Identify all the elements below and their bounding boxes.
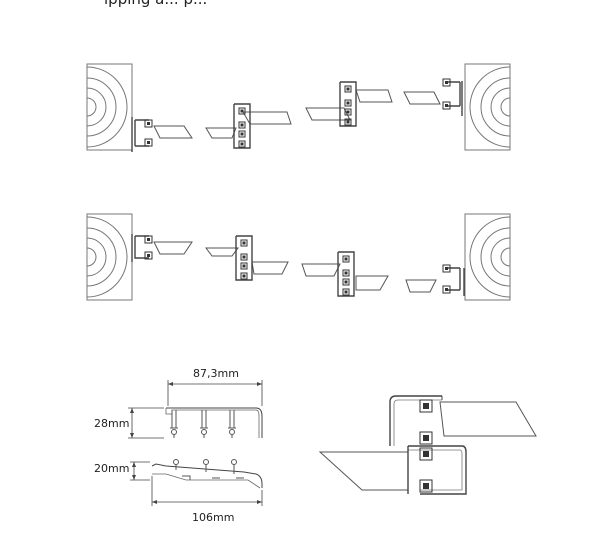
row1-config3 <box>305 81 393 127</box>
row2-config1 <box>86 213 193 301</box>
row2-config2 <box>205 235 289 281</box>
dim-top-width: 87,3mm <box>193 367 239 380</box>
row2-config4 <box>405 213 511 301</box>
profile-cross-section: 87,3mm 28mm 20mm 106mm <box>94 367 263 524</box>
row1-config4 <box>403 63 511 151</box>
row1-config2 <box>205 103 292 149</box>
cut-off-header-text: ipping a... p... <box>104 0 207 8</box>
hinge-detail-enlarged <box>318 395 537 495</box>
dim-bottom-height: 20mm <box>94 462 129 475</box>
row2-config3 <box>301 251 389 297</box>
dim-bottom-width: 106mm <box>192 511 234 524</box>
row1-config1 <box>86 63 193 152</box>
dim-top-height: 28mm <box>94 417 129 430</box>
